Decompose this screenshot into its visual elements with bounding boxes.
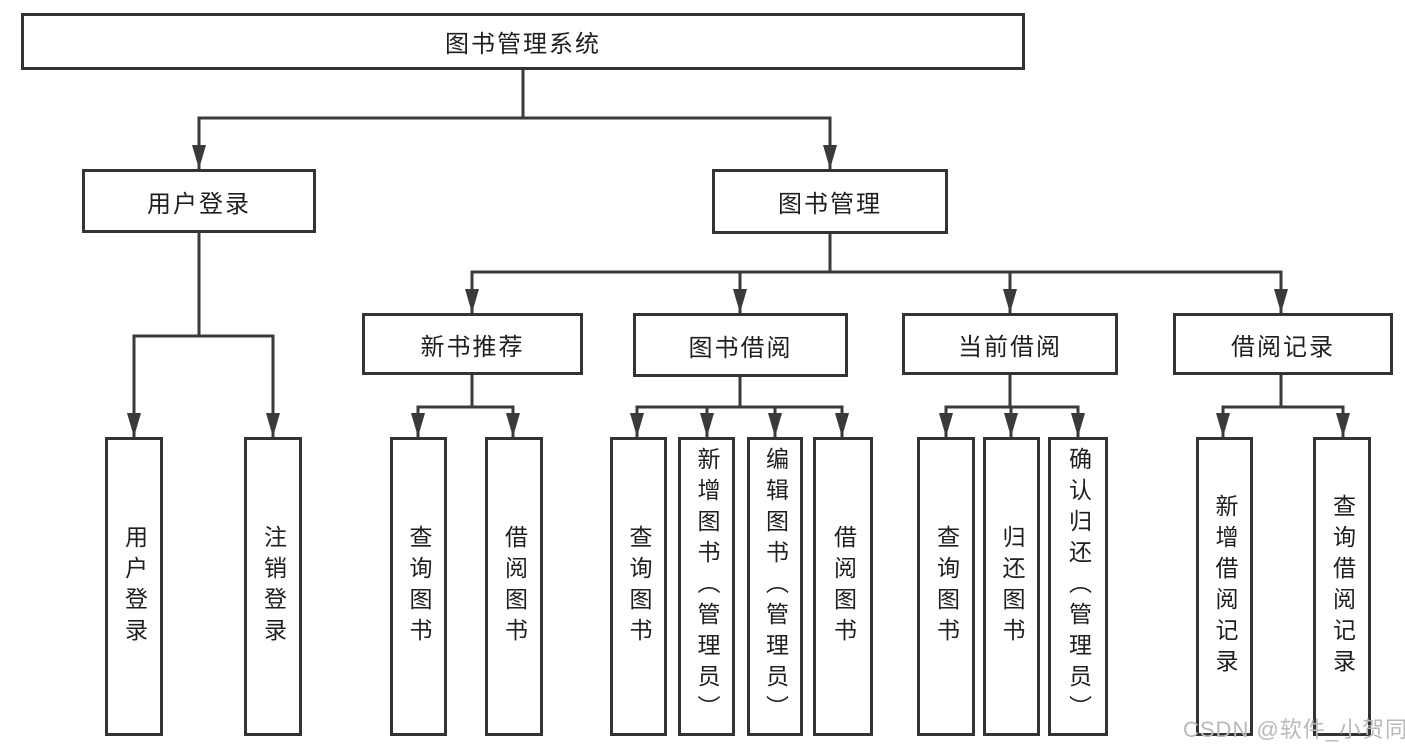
node-borrow-records: 借阅记录 [1173, 313, 1393, 375]
node-current-borrow-label: 当前借阅 [958, 333, 1062, 361]
node-user-login-label: 用户登录 [147, 190, 251, 218]
leaf-borrow-books-1: 借阅图书 [485, 437, 543, 736]
leaf-logout: 注销登录 [244, 437, 302, 736]
leaf-borrow-books-2-label: 借阅图书 [830, 524, 857, 649]
watermark: CSDN @软件_小贺同学 [1183, 717, 1405, 742]
leaf-user-login: 用户登录 [105, 437, 163, 736]
leaf-query-books-1: 查询图书 [390, 437, 447, 736]
leaf-query-books-1-label: 查询图书 [406, 524, 432, 649]
node-new-book-recommend: 新书推荐 [362, 313, 583, 375]
node-root-label: 图书管理系统 [445, 31, 601, 58]
node-root: 图书管理系统 [21, 13, 1025, 70]
leaf-edit-book-admin-label: 编辑图书（管理员） [762, 447, 789, 726]
leaf-return-book: 归还图书 [983, 437, 1040, 736]
node-book-management: 图书管理 [712, 169, 948, 234]
node-book-management-label: 图书管理 [778, 191, 882, 218]
leaf-query-books-2-label: 查询图书 [626, 524, 652, 649]
leaf-user-login-label: 用户登录 [121, 524, 148, 649]
leaf-add-book-admin: 新增图书（管理员） [678, 437, 735, 736]
leaf-query-books-3: 查询图书 [917, 437, 975, 736]
leaf-add-borrow-record-label: 新增借阅记录 [1212, 493, 1238, 680]
leaf-add-borrow-record: 新增借阅记录 [1196, 437, 1253, 736]
node-user-login: 用户登录 [82, 169, 316, 233]
leaf-query-books-2: 查询图书 [610, 437, 667, 736]
node-borrow-records-label: 借阅记录 [1231, 333, 1335, 361]
leaf-logout-label: 注销登录 [260, 524, 287, 649]
leaf-add-book-admin-label: 新增图书（管理员） [694, 447, 720, 726]
leaf-query-books-3-label: 查询图书 [933, 524, 960, 649]
leaf-confirm-return-admin: 确认归还（管理员） [1048, 437, 1108, 736]
node-new-book-recommend-label: 新书推荐 [420, 333, 525, 361]
leaf-query-borrow-record-label: 查询借阅记录 [1329, 493, 1356, 680]
node-current-borrow: 当前借阅 [902, 313, 1118, 375]
leaf-borrow-books-2: 借阅图书 [813, 437, 873, 736]
leaf-edit-book-admin: 编辑图书（管理员） [747, 437, 803, 736]
node-book-borrow: 图书借阅 [633, 313, 848, 377]
node-book-borrow-label: 图书借阅 [688, 334, 793, 362]
leaf-return-book-label: 归还图书 [999, 524, 1025, 649]
leaf-confirm-return-admin-label: 确认归还（管理员） [1065, 447, 1092, 726]
leaf-query-borrow-record: 查询借阅记录 [1313, 437, 1371, 736]
leaf-borrow-books-1-label: 借阅图书 [501, 524, 528, 649]
